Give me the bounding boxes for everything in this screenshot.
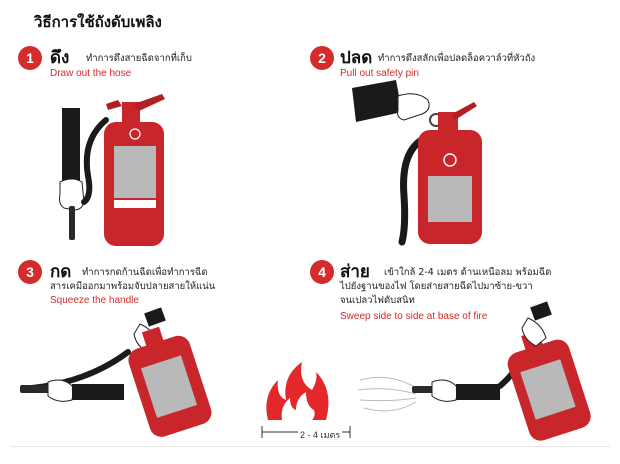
sleeve [72,384,124,400]
step-3-keyword: กด [50,262,72,282]
step-1-keyword: ดึง [50,48,70,68]
step-4-illustration [357,301,591,441]
step-2-badge: 2 [310,46,334,70]
step-4-description-thai-line-2: ไปยังฐานของไฟ โดยส่ายสายฉีดไปมาซ้าย-ขวา [340,281,533,292]
hand-icon [59,178,85,211]
nozzle-icon [20,385,50,393]
hand-icon [397,93,430,121]
step-4-description-thai-line-3: จนเปลวไฟดับสนิท [340,295,415,306]
fire-icon [266,362,329,420]
sleeve [62,108,80,182]
step-3-description-thai-line-1: ทำการกดก้านฉีดเพื่อทำการฉีด [82,267,208,278]
sleeve [352,80,402,122]
extinguisher-label [428,176,472,222]
hand-icon [431,379,459,402]
step-3-badge: 3 [18,260,42,284]
nozzle-icon [412,386,434,393]
step-2-keyword: ปลด [340,48,373,68]
step-1-description-thai: ทำการดึงสายฉีดจากที่เก็บ [86,53,192,64]
hose [81,117,109,205]
hand-icon [521,317,547,347]
step-2-description-english: Pull out safety pin [340,68,419,79]
step-1-description-english: Draw out the hose [50,68,132,79]
distance-label: 2 - 4 เมตร [298,428,343,442]
step-4-keyword: ส่าย [340,262,370,282]
page-title: วิธีการใช้ถังดับเพลิง [34,13,162,31]
step-2-illustration [352,80,482,246]
step-3-description-english: Squeeze the handle [50,295,139,306]
extinguisher-label [140,355,198,418]
step-4-badge: 4 [310,260,334,284]
hose [398,132,434,246]
extinguisher-label [520,359,576,420]
sleeve [456,384,500,400]
step-3-description-thai-line-2: สารเคมีออกมาพร้อมจับปลายสายให้แน่น [50,281,216,292]
step-3-illustration [20,307,212,437]
extinguisher-label [114,146,156,198]
divider [10,446,610,447]
fire-illustration [266,362,329,420]
hose [29,349,131,391]
spray-icon [357,376,417,412]
nozzle-icon [69,206,75,240]
step-2-description-thai: ทำการดึงสลักเพื่อปลดล็อควาล์วที่หัวถัง [378,53,536,64]
step-4-description-english: Sweep side to side at base of fire [340,311,488,322]
step-4-description-thai-line-1: เข้าใกล้ 2-4 เมตร ด้านเหนือลม พร้อมฉีด [384,267,552,278]
step-1-badge: 1 [18,46,42,70]
step-1-illustration [59,94,165,246]
